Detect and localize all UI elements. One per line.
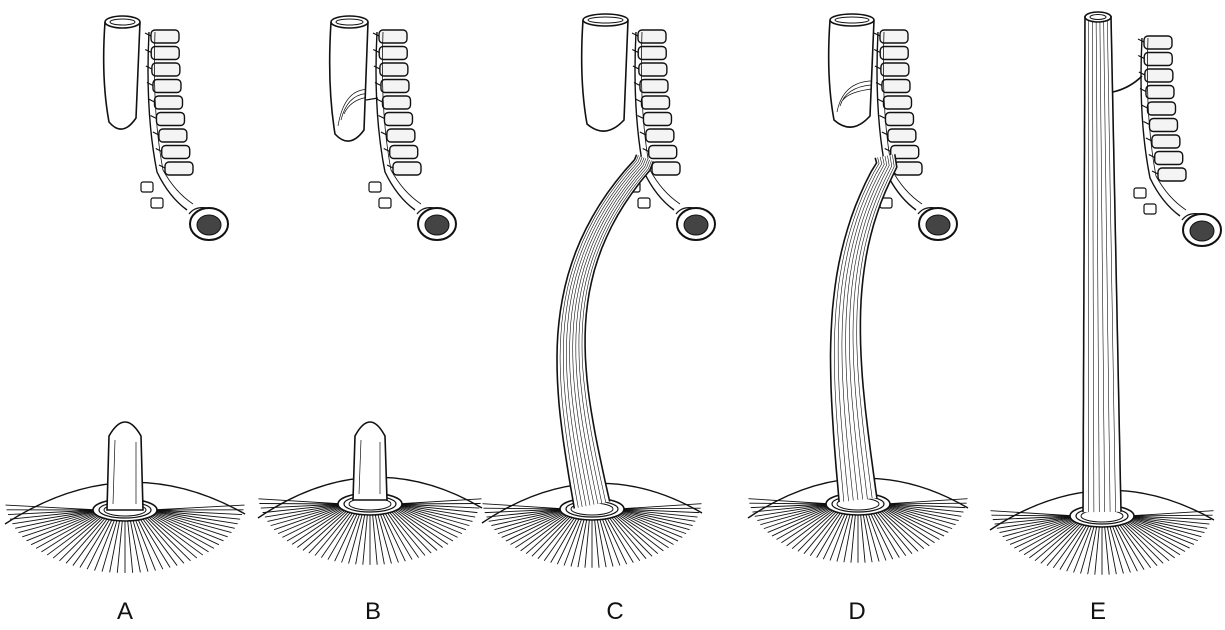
panel-label-a: A (105, 600, 145, 624)
panel-b-drawing (258, 16, 482, 565)
panel-a-drawing (5, 16, 245, 573)
panel-label-d: D (837, 600, 877, 624)
panel-label-c: C (595, 600, 635, 624)
panel-e-drawing (990, 12, 1221, 575)
panel-d-drawing (748, 14, 968, 563)
panel-c-drawing (482, 14, 715, 568)
panel-label-b: B (353, 600, 393, 624)
panel-label-e: E (1078, 600, 1118, 624)
